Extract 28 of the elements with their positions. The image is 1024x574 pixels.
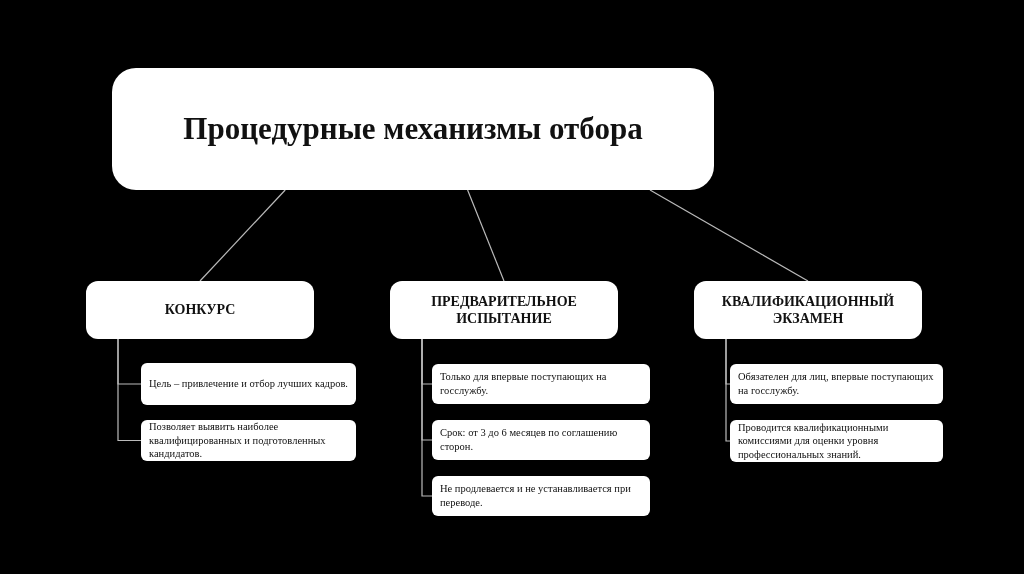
category-heading: КВАЛИФИКАЦИОННЫЙ ЭКЗАМЕН [720,292,896,328]
detail-text: Проводится квалификационными комиссиями для оценки уровня профессиональных знаний. [738,420,890,462]
detail-box [432,364,650,404]
detail-box [141,420,356,461]
detail-text: Цель – привлечение и отбор лучших кадров. [149,377,348,391]
category-heading: КОНКУРС [164,301,236,319]
detail-text: Не продлевается и не устанавливается при переводе. [440,482,632,510]
detail-text: Срок: от 3 до 6 месяцев по соглашению сторон. [440,426,619,454]
detail-text: Позволяет выявить наиболее квалифицированных и подготовленных кандидатов. [149,420,327,461]
connector-line [725,338,731,442]
detail-box [141,363,356,405]
category-box [390,281,618,339]
detail-box [432,420,650,460]
connector-line [117,338,142,442]
connector-line [199,189,286,282]
detail-box [730,364,943,404]
detail-box [730,420,943,462]
title-box [112,68,714,190]
detail-text: Обязателен для лиц, впервые поступающих на госслужбу. [738,370,935,398]
category-box [86,281,314,339]
detail-box [432,476,650,516]
detail-text: Только для впервые поступающих на госслужбу. [440,370,608,398]
category-box [694,281,922,339]
category-heading: ПРЕДВАРИТЕЛЬНОЕ ИСПЫТАНИЕ [430,292,578,328]
root-box-label: Процедурные механизмы отбора [183,111,643,147]
connector-line [421,338,433,497]
connector-line [649,189,809,282]
connector-line [467,189,505,282]
